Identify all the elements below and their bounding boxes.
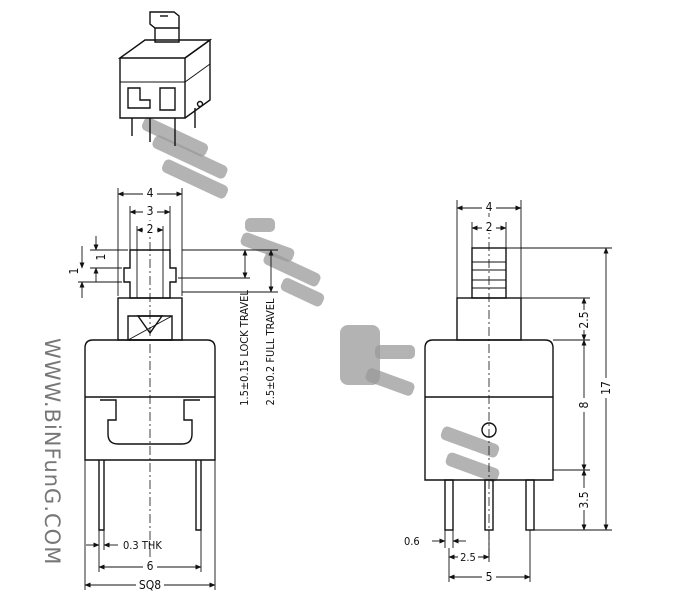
dim-side-2-5: 2.5 [577, 311, 591, 328]
dim-thickness: 0.3 THK [123, 539, 162, 552]
dim-full-travel: 2.5±0.2 FULL TRAVEL [264, 298, 277, 406]
dim-sq8: SQ8 [139, 578, 161, 592]
dim-front-6: 6 [147, 559, 154, 573]
dim-pin-pitch: 2.5 [460, 551, 476, 564]
dim-front-3: 3 [147, 204, 154, 218]
dim-front-1b: 1 [67, 268, 81, 275]
dim-front-1a: 1 [94, 254, 108, 261]
watermark: WWW.BiNFunG.COM [40, 117, 500, 565]
dim-side-17: 17 [599, 381, 613, 395]
dim-lock-travel: 1.5±0.15 LOCK TRAVEL [238, 290, 251, 406]
dim-side-4: 4 [486, 200, 493, 214]
dim-side-2: 2 [486, 220, 493, 234]
dim-side-5: 5 [486, 570, 493, 584]
isometric-view [117, 11, 213, 146]
dim-front-4: 4 [147, 186, 154, 200]
dim-front-2: 2 [147, 222, 154, 236]
dim-side-8: 8 [577, 401, 591, 408]
dim-side-3-5: 3.5 [577, 491, 591, 508]
side-view: 4 2 2.5 8 3.5 17 0.6 [404, 199, 614, 584]
watermark-text: WWW.BiNFunG.COM [40, 338, 64, 565]
front-view: 4 3 2 1 1 1.5±0.15 LOCK TRAVEL 2.5±0.2 F… [67, 185, 278, 592]
watermark-logo-brush [141, 117, 500, 482]
dim-pin-width: 0.6 [404, 535, 420, 548]
